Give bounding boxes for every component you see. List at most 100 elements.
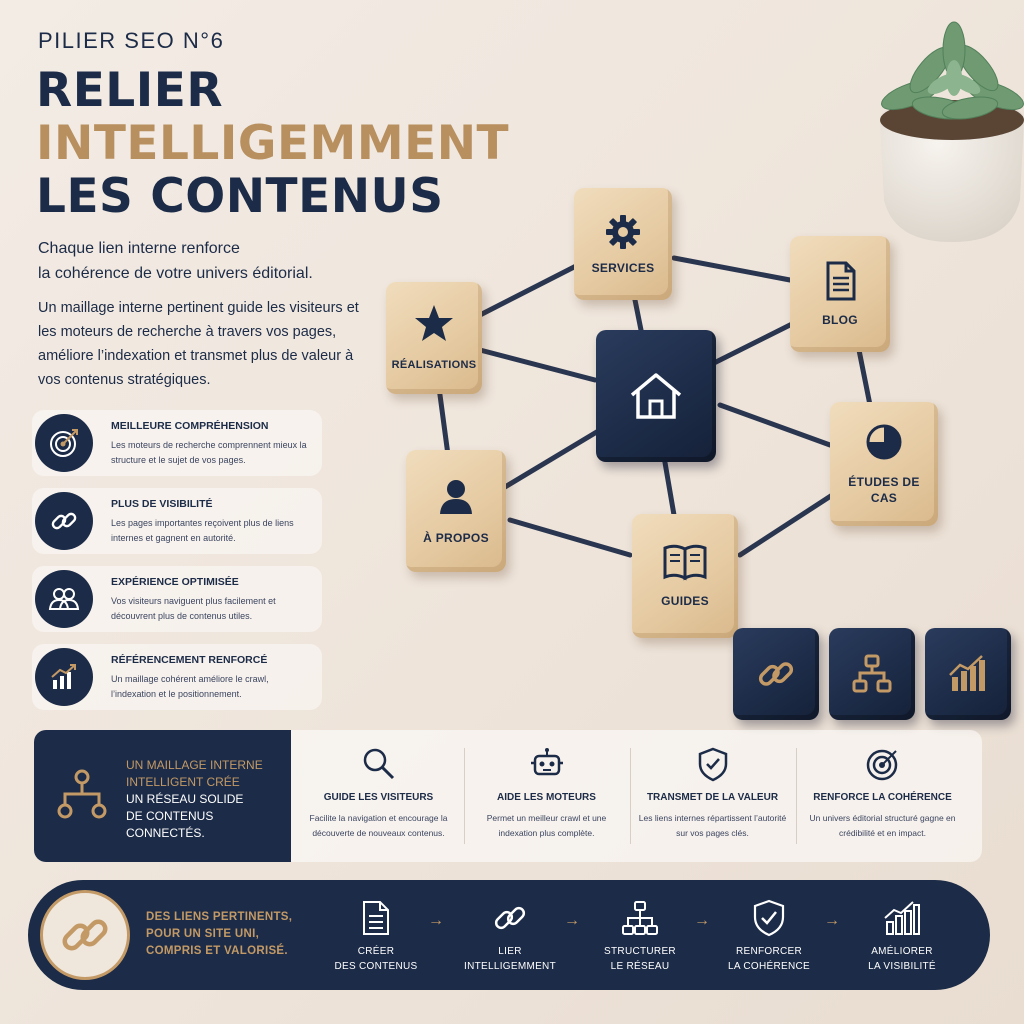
- gear-icon: [606, 215, 640, 249]
- home-icon: [630, 373, 682, 419]
- feature-title: RENFORCE LA COHÉRENCE: [813, 792, 952, 803]
- band-intro-line: UN RÉSEAU SOLIDE: [126, 792, 244, 806]
- feature-desc: Un univers éditorial structuré gagne en …: [809, 813, 956, 838]
- succulent-plant-icon: [880, 21, 1024, 242]
- feature-desc: Permet un meilleur crawl et une indexati…: [486, 813, 607, 838]
- node-guides: GUIDES: [632, 514, 738, 638]
- network-tree-icon: [57, 769, 107, 819]
- node-label: SERVICES: [591, 261, 655, 275]
- die-hierarchy: [829, 628, 915, 720]
- node-a-propos: À PROPOS: [406, 450, 506, 572]
- step-label: LA COHÉRENCE: [728, 961, 810, 972]
- feature-transmet-valeur: TRANSMET DE LA VALEUR Les liens internes…: [630, 730, 795, 862]
- feature-title: GUIDE LES VISITEURS: [323, 792, 434, 803]
- node-label: GUIDES: [661, 594, 709, 608]
- die-link: [733, 628, 819, 720]
- benefit-desc: Un maillage cohérent améliore le crawl, …: [111, 674, 269, 699]
- step-label: LA VISIBILITÉ: [868, 961, 936, 972]
- intro-paragraph: Un maillage interne pertinent guide les …: [38, 300, 359, 388]
- step-label: DES CONTENUS: [334, 961, 418, 972]
- target-icon: [35, 414, 93, 472]
- arrow-icon: →: [694, 912, 710, 929]
- divider: [796, 748, 797, 844]
- step-label: CRÉER: [357, 946, 395, 957]
- step-renforcer: RENFORCER LA COHÉRENCE: [714, 898, 824, 974]
- step-creer: CRÉER DES CONTENUS: [321, 898, 431, 974]
- pillar-kicker: PILIER SEO N°6: [38, 28, 225, 53]
- node-etudes-de-cas: ÉTUDES DE CAS: [830, 402, 938, 526]
- title-line-1: RELIER: [36, 63, 224, 118]
- benefit-card: RÉFÉRENCEMENT RENFORCÉ Un maillage cohér…: [32, 644, 322, 710]
- slogan-line: DES LIENS PERTINENTS,: [146, 911, 293, 923]
- feature-guide-visiteurs: GUIDE LES VISITEURS Facilite la navigati…: [296, 730, 461, 862]
- arrow-icon: →: [428, 912, 444, 929]
- band-intro-line: UN MAILLAGE INTERNE: [126, 758, 263, 772]
- benefits-band: UN MAILLAGE INTERNE INTELLIGENT CRÉE UN …: [34, 730, 982, 862]
- title-line-3: LES CONTENUS: [36, 169, 444, 224]
- lead-text: Chaque lien interne renforce la cohérenc…: [38, 236, 398, 286]
- benefit-title: PLUS DE VISIBILITÉ: [111, 498, 213, 510]
- link-icon: [494, 906, 526, 930]
- benefit-card: MEILLEURE COMPRÉHENSION Les moteurs de r…: [32, 410, 322, 476]
- band-intro-panel: UN MAILLAGE INTERNE INTELLIGENT CRÉE UN …: [34, 730, 291, 862]
- person-icon: [440, 480, 472, 514]
- benefit-card: PLUS DE VISIBILITÉ Les pages importantes…: [32, 488, 322, 554]
- node-label: BLOG: [822, 313, 858, 327]
- step-label: STRUCTURER: [604, 946, 676, 957]
- arrow-icon: →: [564, 912, 580, 929]
- benefit-desc: Les pages importantes reçoivent plus de …: [111, 518, 294, 543]
- page-title: RELIER INTELLIGEMMENT LES CONTENUS: [36, 64, 509, 223]
- divider: [630, 748, 631, 844]
- benefit-card: EXPÉRIENCE OPTIMISÉE Vos visiteurs navig…: [32, 566, 322, 632]
- feature-title: TRANSMET DE LA VALEUR: [646, 792, 779, 803]
- growth-chart-icon: [949, 655, 985, 691]
- feature-renforce-coherence: RENFORCE LA COHÉRENCE Un univers éditori…: [800, 730, 965, 862]
- step-label: INTELLIGEMMENT: [464, 961, 556, 972]
- step-label: LE RÉSEAU: [610, 961, 670, 972]
- feature-desc: Facilite la navigation et encourage la d…: [309, 813, 448, 838]
- growth-chart-icon: [884, 901, 920, 935]
- feature-title: AIDE LES MOTEURS: [497, 792, 596, 803]
- slogan-line: COMPRIS ET VALORISÉ.: [146, 945, 288, 957]
- link-badge: [40, 890, 130, 980]
- target-icon: [866, 749, 897, 781]
- growth-chart-icon: [35, 648, 93, 706]
- band-intro-text: UN MAILLAGE INTERNE INTELLIGENT CRÉE UN …: [126, 757, 291, 842]
- pie-chart-icon: [866, 424, 902, 460]
- link-icon: [35, 492, 93, 550]
- lead-line-2: la cohérence de votre univers éditorial.: [38, 265, 313, 282]
- band-intro-line: INTELLIGENT CRÉE: [126, 775, 240, 789]
- feature-desc: Les liens internes répartissent l’autori…: [638, 813, 787, 838]
- book-icon: [663, 544, 707, 581]
- step-structurer: STRUCTURER LE RÉSEAU: [585, 898, 695, 974]
- node-label: RÉALISATIONS: [391, 359, 477, 371]
- step-lier: LIER INTELLIGEMMENT: [455, 898, 565, 974]
- band-intro-line: DE CONTENUS CONNECTÉS.: [126, 809, 214, 840]
- magnifier-icon: [363, 748, 394, 780]
- divider: [464, 748, 465, 844]
- hierarchy-icon: [622, 901, 658, 935]
- step-label: RENFORCER: [735, 946, 803, 957]
- users-icon: [35, 570, 93, 628]
- robot-icon: [530, 748, 563, 776]
- benefit-desc: Les moteurs de recherche comprennent mie…: [111, 440, 307, 465]
- step-label: LIER: [498, 946, 522, 957]
- die-growth: [925, 628, 1011, 720]
- benefit-title: EXPÉRIENCE OPTIMISÉE: [111, 576, 239, 588]
- star-icon: [415, 305, 453, 341]
- slogan-line: POUR UN SITE UNI,: [146, 928, 260, 940]
- node-realisations: RÉALISATIONS: [386, 282, 482, 394]
- link-icon: [758, 662, 794, 686]
- title-line-2: INTELLIGEMMENT: [36, 116, 510, 171]
- node-label: ÉTUDES DE CAS: [848, 475, 920, 505]
- feature-aide-moteurs: AIDE LES MOTEURS Permet un meilleur craw…: [464, 730, 629, 862]
- benefit-title: RÉFÉRENCEMENT RENFORCÉ: [111, 654, 268, 666]
- node-label: À PROPOS: [423, 531, 489, 545]
- node-services: SERVICES: [574, 188, 672, 300]
- shield-check-icon: [698, 747, 727, 782]
- benefit-title: MEILLEURE COMPRÉHENSION: [111, 420, 269, 432]
- node-home-center: [596, 330, 716, 462]
- lead-line-1: Chaque lien interne renforce: [38, 240, 240, 257]
- process-bar: DES LIENS PERTINENTS, POUR UN SITE UNI, …: [28, 880, 990, 990]
